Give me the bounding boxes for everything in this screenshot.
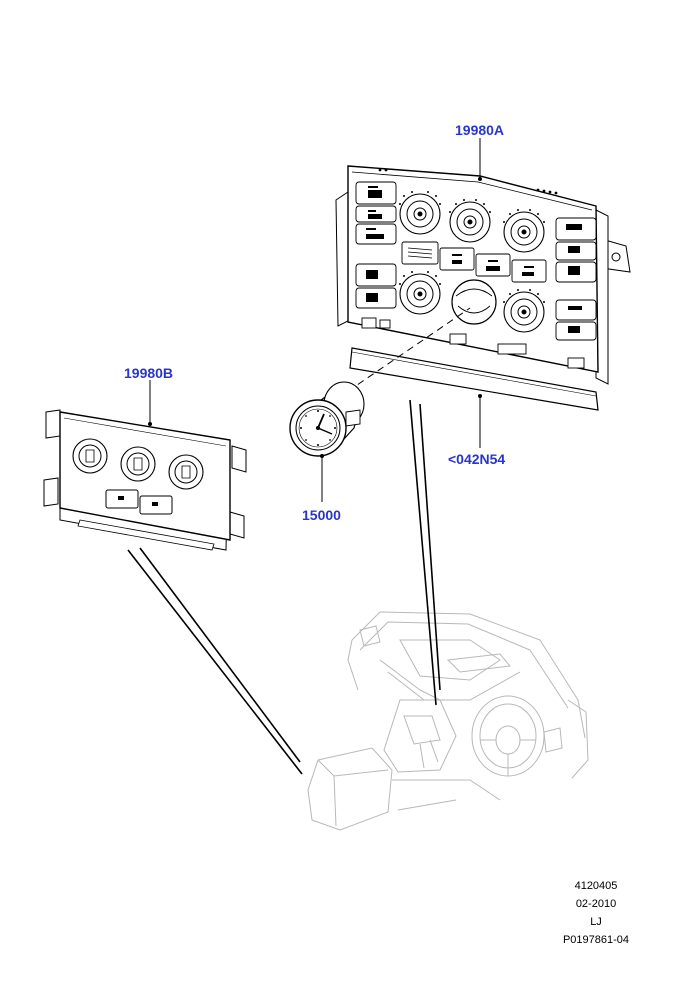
callout-042N54: <042N54: [448, 451, 506, 467]
vehicle-interior-icon: [307, 611, 589, 831]
trim-strip-icon: [349, 347, 599, 448]
callout-19980B: 19980B: [124, 365, 174, 381]
illustration-date: 02-2010: [575, 898, 617, 910]
callout-15000: 15000: [302, 507, 341, 523]
callout-19980A: 19980A: [455, 122, 505, 138]
illustration-number: 4120405: [574, 880, 618, 892]
climate-control-panel-icon: [43, 380, 247, 551]
leader-lines: [127, 399, 441, 775]
dashed-fit-line: [337, 307, 471, 399]
model-code: LJ: [590, 916, 602, 928]
analog-clock-icon: [289, 381, 365, 502]
reference-code: P0197861-04: [562, 934, 630, 946]
climate-control-panel-icon: [335, 138, 631, 385]
